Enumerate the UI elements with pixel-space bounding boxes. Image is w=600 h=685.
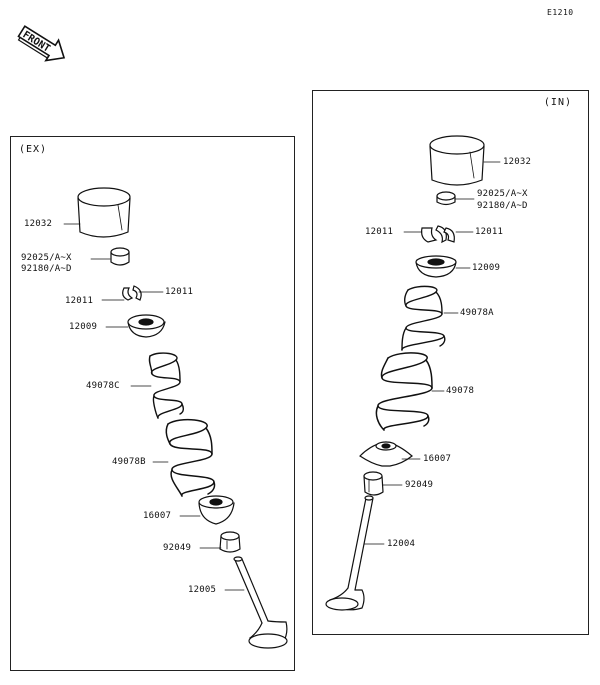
exhaust-panel-tag: (EX): [19, 144, 48, 155]
exhaust-panel: (EX): [10, 136, 295, 671]
in-retainer: [415, 255, 457, 278]
in-label-seal: 92049: [405, 480, 434, 490]
in-spring-outer: [375, 352, 433, 431]
ex-label-shim-b: 92180/A~D: [21, 264, 72, 274]
ex-spring-outer: [165, 418, 216, 497]
in-label-cotter-left: 12011: [365, 227, 394, 237]
in-label-retainer: 12009: [472, 263, 501, 273]
front-arrow-logo: FRONT: [17, 25, 66, 62]
in-label-shim-b: 92180/A~D: [477, 201, 528, 211]
ex-valve: [233, 556, 288, 649]
ex-label-shim-a: 92025/A~X: [21, 253, 72, 263]
in-leader-lines: [363, 161, 501, 545]
in-spring-seat: [359, 441, 413, 467]
in-label-seat: 16007: [423, 454, 452, 464]
ex-retainer: [127, 314, 166, 338]
ex-cotters: [122, 285, 142, 301]
in-label-valve: 12004: [387, 539, 416, 549]
ex-label-spring-outer: 49078B: [112, 457, 146, 467]
ex-label-tappet: 12032: [24, 219, 53, 229]
ex-label-seal: 92049: [163, 543, 192, 553]
in-shim: [436, 191, 456, 206]
ex-label-retainer: 12009: [69, 322, 98, 332]
ex-shim: [110, 247, 130, 266]
ex-tappet: [77, 187, 131, 238]
in-spring-inner: [401, 285, 446, 351]
in-label-shim-a: 92025/A~X: [477, 189, 528, 199]
ex-label-seat: 16007: [143, 511, 172, 521]
intake-panel: (IN): [312, 90, 589, 635]
ex-label-cotter-right: 12011: [165, 287, 194, 297]
ex-leader-lines: [63, 223, 245, 591]
in-label-spring-outer: 49078: [446, 386, 475, 396]
in-label-cotter-right: 12011: [475, 227, 504, 237]
in-cotters: [421, 225, 455, 244]
ex-spring-inner: [148, 352, 185, 419]
in-label-tappet: 12032: [503, 157, 532, 167]
ex-spring-seat: [198, 495, 235, 525]
in-tappet: [429, 135, 485, 186]
in-valve: [325, 495, 374, 611]
in-stem-seal: [363, 471, 384, 496]
ex-label-valve: 12005: [188, 585, 217, 595]
ex-label-cotter-left: 12011: [65, 296, 94, 306]
page-id: E1210: [547, 8, 574, 17]
in-label-spring-inner: 49078A: [460, 308, 494, 318]
intake-panel-tag: (IN): [543, 97, 572, 108]
ex-stem-seal: [219, 531, 241, 553]
ex-label-spring-inner: 49078C: [86, 381, 120, 391]
